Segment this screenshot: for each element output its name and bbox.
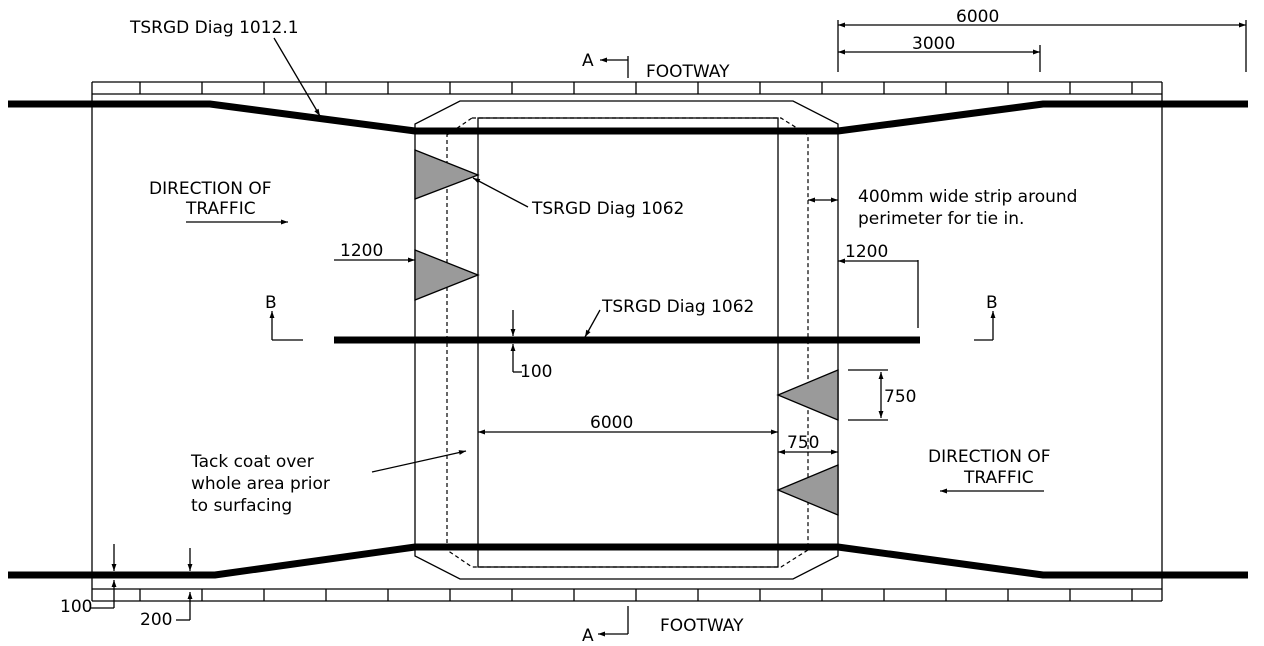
tack-coat-note: whole area prior (191, 474, 330, 494)
bottom-edge-line (8, 543, 1248, 579)
leader-line (472, 177, 529, 208)
dimension-100-edge: 100 (60, 544, 117, 617)
dimension-text: 1200 (845, 242, 888, 262)
dimension-6000-top: 6000 (837, 7, 1247, 72)
dimension-200-edge: 200 (140, 548, 193, 630)
section-label-b: B (265, 293, 277, 313)
section-label-b: B (986, 293, 998, 313)
diag-1012-label: TSRGD Diag 1012.1 (129, 18, 299, 38)
dimension-text: 200 (140, 610, 172, 630)
leader-line (273, 37, 321, 117)
dimension-text: 6000 (590, 413, 633, 433)
leader-line (584, 309, 601, 338)
dimension-100-centre: 100 (510, 310, 552, 382)
direction-label: TRAFFIC (185, 199, 256, 219)
section-marker-b-right: B (974, 293, 998, 341)
triangle-marking (414, 149, 480, 200)
dimension-text: 750 (787, 433, 819, 453)
diag-1062-label: TSRGD Diag 1062 (531, 199, 684, 219)
dimension-text: 6000 (956, 7, 999, 27)
dimension-750-horizontal: 750 (778, 433, 838, 455)
triangle-marking (776, 369, 839, 421)
dimension-1200-left: 1200 (334, 241, 415, 263)
footway-bottom (92, 588, 1162, 602)
inner-area (477, 117, 779, 568)
tack-coat-note: Tack coat over (190, 452, 314, 472)
top-edge-line (8, 100, 1248, 135)
triangle-marking (776, 464, 839, 516)
strip-note: perimeter for tie in. (858, 209, 1024, 229)
dimension-750-vertical: 750 (848, 369, 916, 421)
dimension-6000-centre: 6000 (478, 413, 778, 435)
dimension-1200-right: 1200 (838, 242, 919, 328)
tack-coat-note: to surfacing (191, 496, 292, 516)
triangle-marking (414, 249, 480, 301)
footway-top (92, 81, 1162, 95)
dimension-text: 1200 (340, 241, 383, 261)
section-marker-a-top: A (582, 51, 629, 78)
section-label-a: A (582, 51, 594, 71)
direction-label: TRAFFIC (963, 468, 1034, 488)
section-marker-a-bottom: A (582, 606, 629, 646)
dimension-3000-top: 3000 (838, 34, 1041, 72)
dimension-text: 3000 (912, 34, 955, 54)
dimension-text: 100 (520, 362, 552, 382)
dimension-text: 100 (60, 597, 92, 617)
section-label-a: A (582, 626, 594, 646)
strip-note: 400mm wide strip around (858, 187, 1077, 207)
section-marker-b-left: B (265, 293, 303, 341)
direction-label: DIRECTION OF (928, 447, 1051, 467)
leader-line (371, 450, 467, 473)
dimension-text: 750 (884, 387, 916, 407)
direction-label: DIRECTION OF (149, 179, 272, 199)
diag-1062-label: TSRGD Diag 1062 (601, 297, 754, 317)
footway-label: FOOTWAY (660, 616, 744, 636)
footway-label: FOOTWAY (646, 62, 730, 82)
